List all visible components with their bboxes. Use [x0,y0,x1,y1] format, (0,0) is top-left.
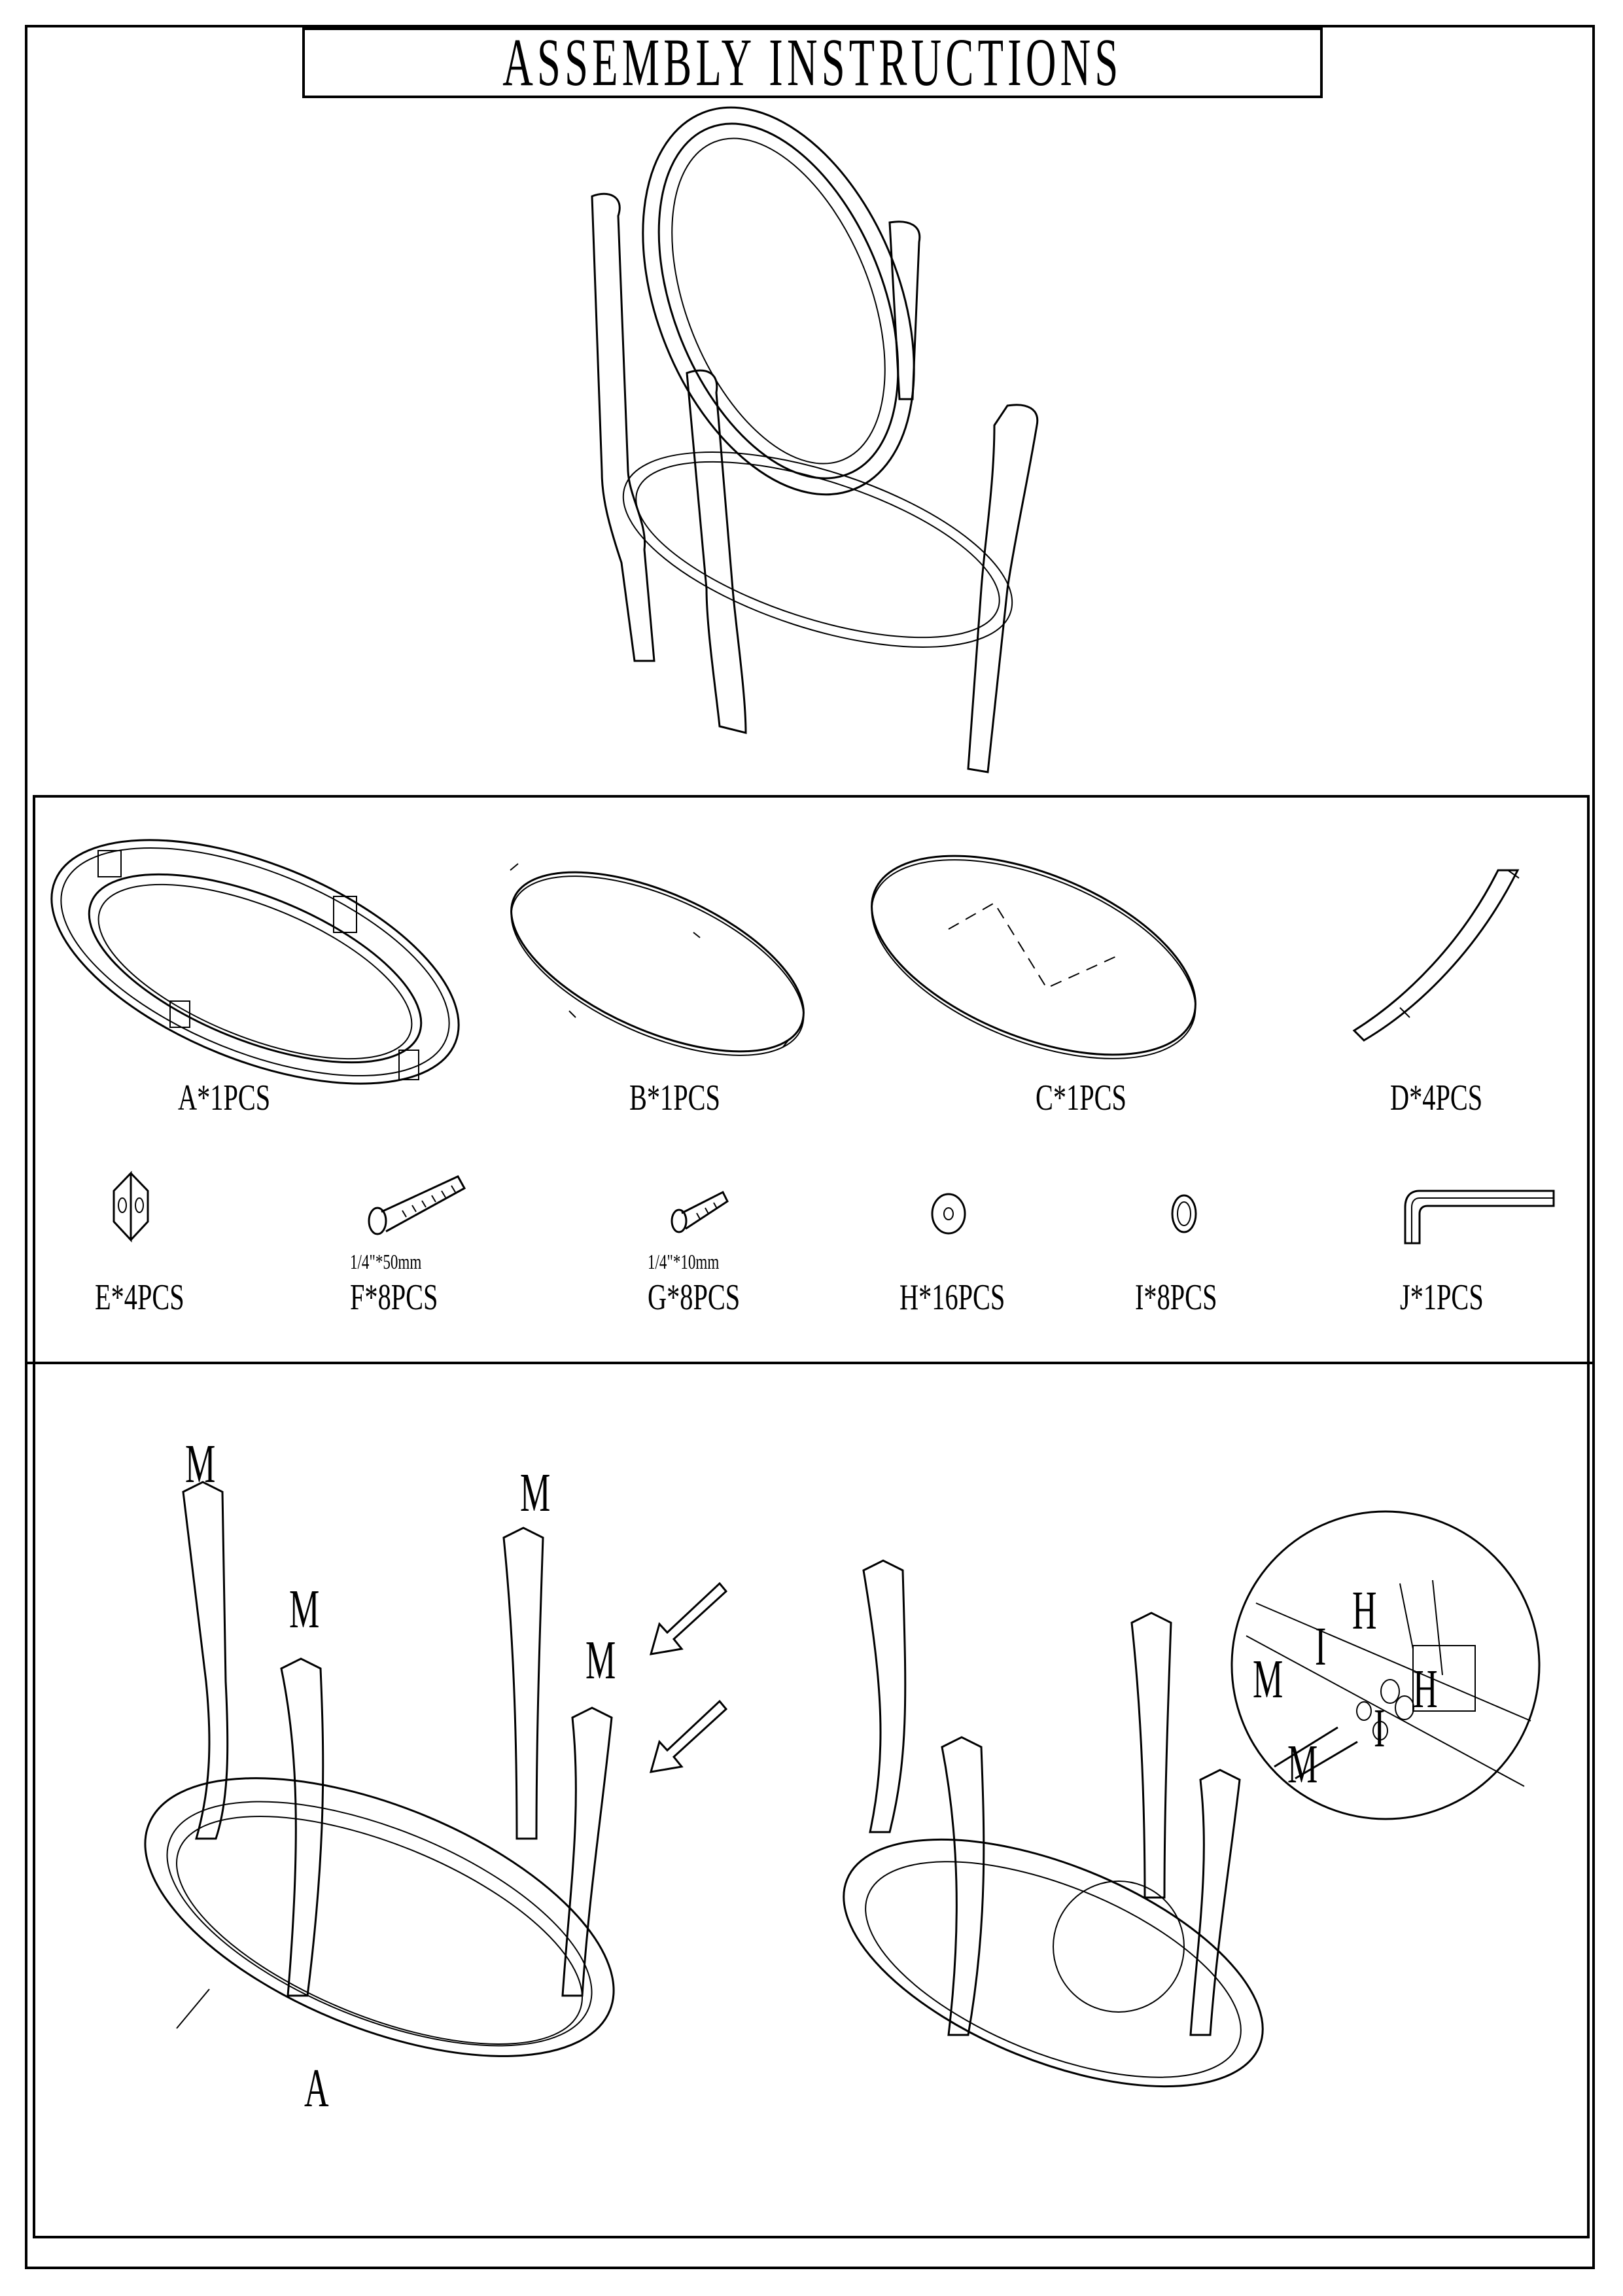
assembled-table-illustration [591,106,1039,773]
part-i-spring-washer-icon [1171,1194,1197,1233]
part-a-label: A*1PCS [178,1078,271,1118]
part-g-size-label: 1/4"*10mm [648,1250,720,1273]
part-j-allen-key-icon [1404,1190,1555,1245]
page-title: ASSEMBLY INSTRUCTIONS [502,25,1123,100]
part-h-label: H*16PCS [899,1277,1005,1318]
detail-label-h-right: H [1413,1659,1438,1720]
detail-label-m-left: M [1253,1649,1283,1710]
detail-label-i-top: I [1315,1616,1327,1677]
part-e-label: E*4PCS [95,1277,184,1318]
leg-label-3: M [520,1462,551,1523]
frame-label-a: A [304,2058,329,2119]
part-h-flat-washer-icon [931,1193,966,1235]
part-c-label: C*1PCS [1036,1078,1126,1118]
detail-magnifier-illustration [1230,1510,1541,1820]
section-divider [25,1362,1595,1364]
assembly-step-panel [33,1362,1590,2238]
part-d-leg-icon [1352,869,1520,1042]
leg-label-1: M [185,1434,216,1494]
step2-assembled-frame-illustration [843,1559,1264,2088]
part-b-shelf-icon [510,863,805,1056]
detail-label-h-top: H [1352,1580,1377,1641]
part-c-glass-top-icon [871,855,1196,1059]
part-f-size-label: 1/4"*50mm [350,1250,422,1273]
part-g-short-bolt-icon [671,1190,729,1233]
part-i-label: I*8PCS [1135,1277,1217,1318]
part-j-label: J*1PCS [1400,1277,1484,1318]
part-f-long-bolt-icon [368,1175,466,1235]
part-b-label: B*1PCS [629,1078,720,1118]
detail-label-m-bottom: M [1287,1734,1318,1795]
leg-label-4: M [585,1630,616,1691]
title-banner: ASSEMBLY INSTRUCTIONS [302,27,1323,98]
step1-frame-with-legs-illustration [144,1481,615,2057]
part-d-label: D*4PCS [1390,1078,1483,1118]
detail-label-i-bottom: I [1374,1698,1386,1759]
part-g-label: G*8PCS [648,1277,741,1318]
leg-label-2: M [289,1579,320,1640]
part-a-frame-icon [50,839,460,1085]
direction-arrows [649,1581,728,1773]
part-e-bracket-icon [113,1171,149,1243]
part-f-label: F*8PCS [350,1277,438,1318]
page-frame [25,25,1595,2269]
